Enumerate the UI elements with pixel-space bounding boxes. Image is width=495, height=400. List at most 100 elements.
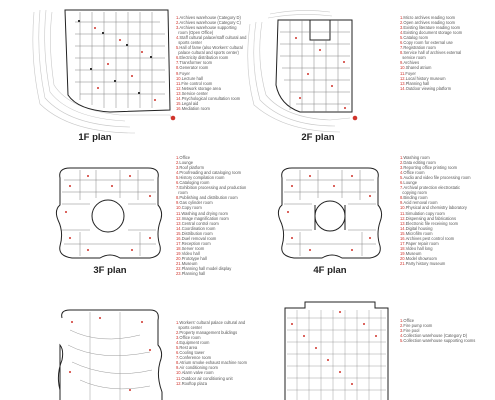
- legend-item: sports center: [178, 325, 202, 331]
- legend-item: 13.Service center: [176, 90, 208, 96]
- legend-item: 6.Copy room for external use: [400, 40, 453, 46]
- legend-item: 1.Archives warehouse (Category D): [176, 15, 241, 20]
- legend-item: 10.Shared atrium: [400, 65, 432, 71]
- legend-item: 5.Hall of fame (also Workers' cultural: [176, 45, 243, 51]
- legend-item: 4.Staff cultural palace/staff cultural a…: [176, 35, 247, 41]
- legend-item: 13.Electronic file receiving room: [400, 220, 459, 226]
- legend-item: room: [178, 190, 188, 196]
- legend-item: 5.Audio and video file processing room: [400, 175, 471, 181]
- legend-item: 3.Office room: [176, 335, 201, 341]
- legend-2f: 1.Micro archives reading room 2.Open arc…: [400, 15, 462, 91]
- plan-caption-4f: 4F plan: [313, 265, 347, 276]
- legend-item: 2.Archives warehouse (Category C): [176, 20, 241, 26]
- legend-item: 9.Archives: [400, 60, 420, 66]
- legend-item: 10.Physical and chemistry laboratory: [400, 205, 467, 211]
- legend-item: 3.Reporting office printing room: [400, 165, 458, 171]
- legend-item: 6.Cataloging room: [176, 180, 210, 186]
- legend-item: 16.Mediation room: [176, 105, 210, 111]
- legend-item: 7.Registration room: [400, 45, 436, 51]
- plan-2f: 1.Micro archives reading room 2.Open arc…: [0, 0, 495, 150]
- legend-item: 4.Office room: [400, 170, 425, 176]
- legend-item: 16.Duel removal room: [176, 235, 217, 241]
- legend-item: 11.Washing and drying room: [176, 210, 228, 216]
- legend-item: 3.Archives warehouse supporting: [176, 25, 237, 31]
- legend-item: 20.Model showroom: [400, 255, 437, 261]
- legend-item: 19.Video hall: [176, 250, 200, 256]
- legend-item: 3.Fire pool: [400, 328, 420, 334]
- legend-item: 5.Catalog room: [400, 35, 428, 41]
- legend-item: 15.Distribution room: [176, 230, 213, 236]
- legend-item: 3.Existing literature reading room: [400, 25, 461, 31]
- floor-plan-3f-drawing: [55, 167, 163, 259]
- legend-item: 5.Rest area: [176, 345, 198, 351]
- legend-item: service room: [402, 55, 426, 61]
- plan-caption-2f: 2F plan: [301, 132, 335, 143]
- legend-item: 7.Transformer room: [176, 60, 213, 66]
- legend-item: 4.Proofreading and cataloging room: [176, 170, 242, 176]
- legend-item: 2.Property management buildings: [176, 330, 238, 336]
- legend-item: 9.Air conditioning room: [176, 365, 218, 371]
- legend-item: 5.Collection warehouse supporting rooms: [400, 338, 476, 344]
- legend-item: 3.Roof platform: [176, 165, 204, 171]
- legend-item: 2.Data editing room: [400, 160, 436, 166]
- legend-item: 18.Video hall long: [400, 245, 433, 251]
- legend-item: 12.Network storage area: [176, 85, 221, 91]
- legend-item: 14.Psychological consultation room: [176, 95, 241, 101]
- legend-item: 9.Acid removal room: [400, 200, 438, 206]
- legend-item: 8.Publishing and distribution room: [176, 195, 238, 201]
- legend-item: 10.Copy room: [176, 205, 202, 211]
- legend-item: 4.Collection warehouse (Category D): [400, 333, 468, 339]
- legend-item: 19.Museum: [400, 250, 422, 256]
- legend-item: 12.Rooftop plaza: [176, 380, 207, 386]
- legend-item: 15.Legal aid: [176, 100, 199, 106]
- legend-item: 14.Digital housing: [400, 225, 433, 231]
- plan-1f: 1.Archives warehouse (Category D) 2.Arch…: [0, 0, 495, 150]
- legend-item: 1.Micro archives reading room: [400, 15, 456, 20]
- legend-b1: 1.Office 2.Fire pump room 3.Fire pool 4.…: [400, 318, 475, 343]
- legend-item: 4.Existing document storage room: [400, 30, 463, 36]
- legend-item: 14.Coordination room: [176, 225, 216, 231]
- legend-item: 11.Simulation copy room: [400, 210, 445, 216]
- legend-item: 1.Office: [400, 318, 415, 323]
- legend-3f: 1.Office 2.Lounge 3.Roof platform 4.Proo…: [176, 155, 246, 276]
- plan-caption-3f: 3F plan: [93, 265, 127, 276]
- legend-item: 21.Party history museum: [400, 260, 446, 266]
- legend-item: 7.Exhibition processing and production: [176, 185, 247, 191]
- legend-item: 16.Archives pest control room: [400, 235, 455, 241]
- legend-item: 1.Washing room: [400, 155, 430, 160]
- legend-item: 1.Workers' cultural palace cultural and: [176, 320, 246, 325]
- legend-item: 11.Outdoor air conditioning unit: [176, 375, 233, 381]
- legend-item: 2.Open archives reading room: [400, 20, 456, 26]
- legend-item: 4.Equipment room: [176, 340, 210, 346]
- legend-item: sports center: [178, 40, 202, 46]
- legend-item: 11.Fire control room: [176, 80, 213, 86]
- legend-item: 9.Gas cylinder room: [176, 200, 213, 206]
- legend-item: 22.Planning hall model display: [176, 266, 232, 272]
- legend-item: 5.History compilation room: [176, 175, 225, 181]
- legend-item: palace cultural and sports center): [178, 50, 239, 56]
- legend-1f: 1.Archives warehouse (Category D) 2.Arch…: [176, 15, 246, 111]
- floor-plan-1f-drawing: [32, 9, 176, 134]
- legend-item: 1.Office: [176, 155, 191, 160]
- floor-plan-4f-drawing: [277, 167, 383, 259]
- legend-item: 17.Reception room: [176, 240, 211, 246]
- legend-item: 13.Planning hall: [400, 80, 430, 86]
- legend-item: 13.Central control room: [176, 220, 219, 226]
- plan-caption-1f: 1F plan: [78, 132, 112, 143]
- legend-item: 8.Atrium smoke exhaust machine room: [176, 360, 247, 366]
- legend-item: 8.Service hall of archives external: [400, 50, 462, 56]
- legend-item: 11.Foyer: [400, 70, 416, 76]
- plan-4f: 1.Washing room 2.Data editing room 3.Rep…: [277, 155, 471, 276]
- legend-item: 8.Binding room: [400, 195, 428, 201]
- legend-item: 7.Archival protection electrostatic: [400, 185, 461, 191]
- legend-item: 12.Dispensing and fabrications: [400, 215, 456, 221]
- legend-item: 8.Generator room: [176, 65, 209, 71]
- legend-item: 9.Foyer: [176, 70, 190, 76]
- legend-item: copying room: [402, 190, 427, 196]
- legend-item: 15.Microfilm room: [400, 230, 433, 236]
- legend-item: 7.Conference room: [176, 355, 212, 361]
- legend-item: 6.Cooling tower: [176, 350, 205, 356]
